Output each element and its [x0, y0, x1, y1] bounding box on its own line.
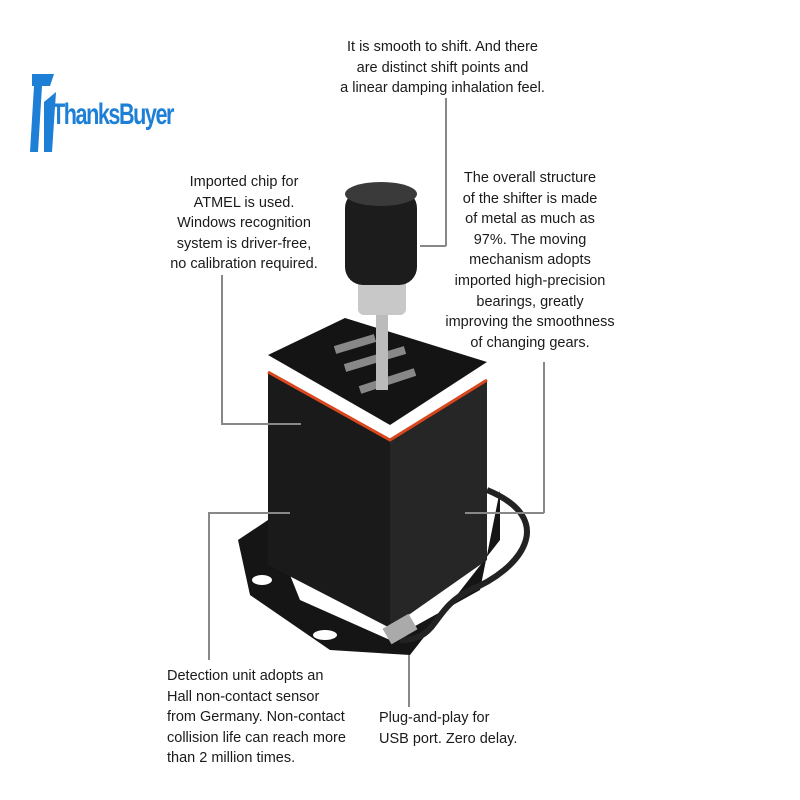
annotation-line: bearings, greatly — [476, 293, 584, 310]
box-left-face — [268, 372, 390, 628]
base-plate — [238, 490, 500, 655]
logo-mark-icon — [30, 74, 56, 152]
annotation-line: than 2 million times. — [167, 750, 296, 767]
annotation-sensor: Detection unit adopts an Hall non-contac… — [167, 666, 397, 769]
accent-stripe — [267, 370, 488, 442]
box-right-face — [390, 380, 487, 628]
annotation-line: ATMEL is used. — [193, 194, 295, 211]
annotation-line: from Germany. Non-contact — [167, 709, 345, 726]
brand-logo — [30, 72, 155, 154]
annotation-line: It is smooth to shift. And there — [346, 39, 538, 55]
annotation-line: imported high-precision — [454, 272, 606, 289]
shift-knob — [345, 190, 417, 285]
annotation-line: Hall non-contact sensor — [167, 688, 320, 705]
annotation-line: a linear damping inhalation feel. — [340, 80, 545, 97]
annotation-usb: Plug-and-play for USB port. Zero delay. — [379, 708, 559, 749]
annotation-line: of metal as much as — [465, 211, 595, 228]
annotation-line: collision life can reach more — [167, 729, 346, 746]
annotation-line: Windows recognition — [177, 215, 311, 232]
annotation-structure: The overall structure of the shifter is … — [420, 168, 640, 353]
annotation-line: of changing gears. — [470, 334, 590, 351]
usb-plug — [382, 613, 418, 645]
brand-logo-text: ThanksBuyer — [52, 98, 174, 131]
annotation-line: Detection unit adopts an — [167, 668, 324, 684]
annotation-line: system is driver-free, — [176, 235, 312, 252]
annotation-line: 97%. The moving — [473, 231, 587, 248]
annotation-line: of the shifter is made — [462, 190, 598, 207]
annotation-line: improving the smoothness — [445, 314, 615, 331]
annotation-line: mechanism adopts — [469, 252, 591, 269]
usb-cable — [399, 487, 530, 643]
annotation-chip: Imported chip for ATMEL is used. Windows… — [150, 172, 338, 275]
annotation-line: Imported chip for — [189, 174, 299, 190]
annotation-line: are distinct shift points and — [356, 59, 529, 76]
annotation-line: The overall structure — [463, 170, 597, 186]
annotation-line: Plug-and-play for — [379, 710, 490, 726]
annotation-smooth-shift: It is smooth to shift. And there are dis… — [320, 37, 565, 99]
annotation-line: no calibration required. — [170, 256, 318, 273]
annotation-line: USB port. Zero delay. — [379, 730, 518, 747]
